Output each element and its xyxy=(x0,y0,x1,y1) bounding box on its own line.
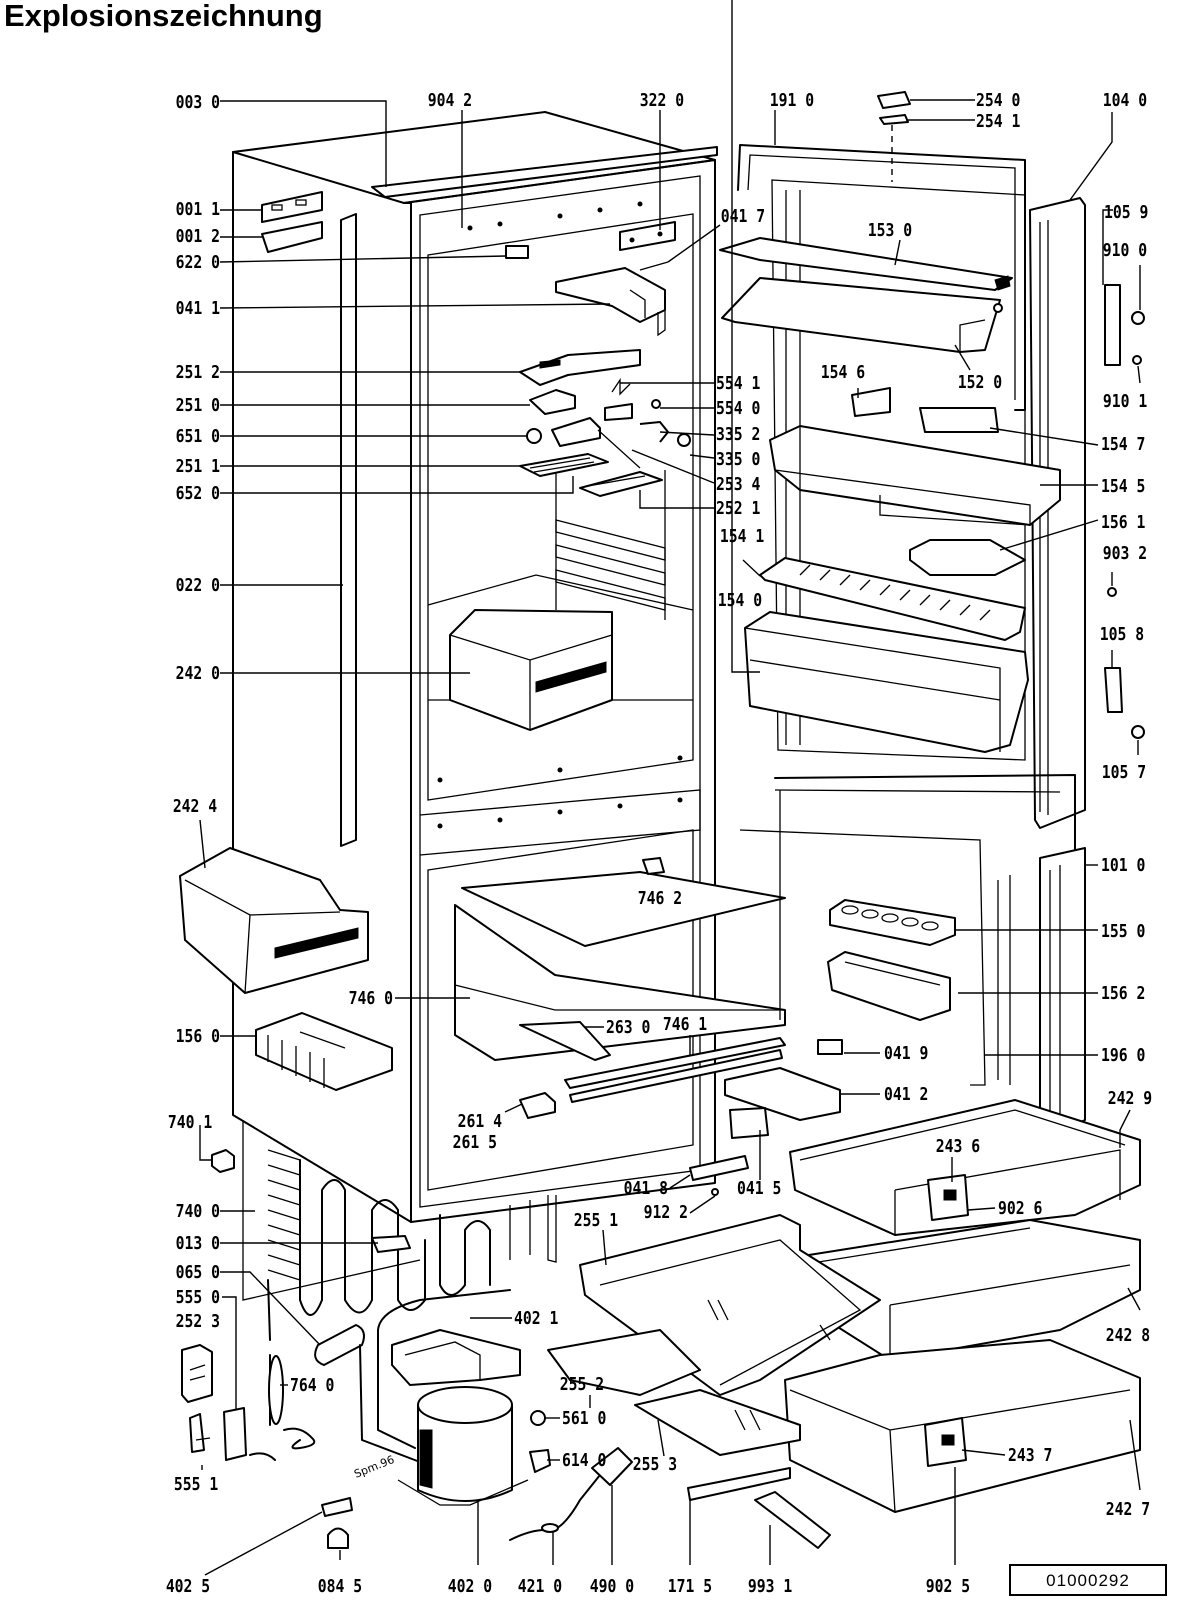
part-label: 001 2 xyxy=(176,226,220,247)
part-label: 622 0 xyxy=(176,252,220,273)
part-label: 242 9 xyxy=(1108,1088,1152,1109)
part-label: 041 7 xyxy=(721,206,765,227)
part-label: 013 0 xyxy=(176,1233,220,1254)
part-label: 764 0 xyxy=(290,1375,334,1396)
part-label: 154 5 xyxy=(1101,476,1145,497)
part-label: 555 0 xyxy=(176,1287,220,1308)
part-label: 001 1 xyxy=(176,199,220,220)
part-label: 153 0 xyxy=(868,220,912,241)
part-label: 254 0 xyxy=(976,90,1020,111)
part-label: 084 5 xyxy=(318,1576,362,1597)
part-label: 065 0 xyxy=(176,1262,220,1283)
part-label: 104 0 xyxy=(1103,90,1147,111)
part-label: 156 0 xyxy=(176,1026,220,1047)
part-label: 651 0 xyxy=(176,426,220,447)
part-label: 155 0 xyxy=(1101,921,1145,942)
part-label: 910 0 xyxy=(1103,240,1147,261)
part-label: 402 5 xyxy=(166,1576,210,1597)
part-label: 912 2 xyxy=(644,1202,688,1223)
part-label: 154 1 xyxy=(720,526,764,547)
part-label: 243 6 xyxy=(936,1136,980,1157)
part-label: 561 0 xyxy=(562,1408,606,1429)
part-label: 154 6 xyxy=(821,362,865,383)
part-label: 263 0 xyxy=(606,1017,650,1038)
part-label: 255 1 xyxy=(574,1210,618,1231)
document-code: 01000292 xyxy=(1046,1571,1130,1590)
lower-door xyxy=(689,774,1086,1196)
part-label: 902 6 xyxy=(998,1198,1042,1219)
part-label: 335 0 xyxy=(716,449,760,470)
part-label: 251 1 xyxy=(176,456,220,477)
drawing-note: Spm.96 xyxy=(352,1453,396,1481)
part-label: 152 0 xyxy=(958,372,1002,393)
part-label: 101 0 xyxy=(1101,855,1145,876)
part-label: 490 0 xyxy=(590,1576,634,1597)
part-label: 255 3 xyxy=(633,1454,677,1475)
part-label: 255 2 xyxy=(560,1374,604,1395)
part-label: 746 1 xyxy=(663,1014,707,1035)
part-label: 041 1 xyxy=(176,298,220,319)
part-label: 261 5 xyxy=(453,1132,497,1153)
freezer-parts xyxy=(179,847,411,1461)
part-label: 041 5 xyxy=(737,1178,781,1199)
part-label: 105 8 xyxy=(1100,624,1144,645)
part-label: 746 0 xyxy=(349,988,393,1009)
part-label: 191 0 xyxy=(770,90,814,111)
part-label: 402 1 xyxy=(514,1308,558,1329)
part-label: 154 0 xyxy=(718,590,762,611)
part-label: 402 0 xyxy=(448,1576,492,1597)
part-label: 421 0 xyxy=(518,1576,562,1597)
part-label: 105 7 xyxy=(1102,762,1146,783)
part-label: 003 0 xyxy=(176,92,220,113)
part-label: 554 0 xyxy=(716,398,760,419)
part-label: 252 1 xyxy=(716,498,760,519)
part-label: 746 2 xyxy=(638,888,682,909)
part-label: 105 9 xyxy=(1104,202,1148,223)
part-label: 156 2 xyxy=(1101,983,1145,1004)
part-label: 322 0 xyxy=(640,90,684,111)
document-code-box: 01000292 xyxy=(1009,1564,1167,1596)
part-label: 022 0 xyxy=(176,575,220,596)
crisper-drawers xyxy=(547,1099,1141,1549)
part-label: 242 7 xyxy=(1106,1499,1150,1520)
part-label: 242 0 xyxy=(176,663,220,684)
part-label: 156 1 xyxy=(1101,512,1145,533)
leader-lines xyxy=(199,0,1141,1576)
part-label: 335 2 xyxy=(716,424,760,445)
part-label: 041 9 xyxy=(884,1043,928,1064)
part-label: 652 0 xyxy=(176,483,220,504)
part-label: 740 0 xyxy=(176,1201,220,1222)
part-label: 041 8 xyxy=(624,1178,668,1199)
part-label: 253 4 xyxy=(716,474,760,495)
part-label: 171 5 xyxy=(668,1576,712,1597)
part-label: 252 3 xyxy=(176,1311,220,1332)
part-label: 154 7 xyxy=(1101,434,1145,455)
part-label: 910 1 xyxy=(1103,391,1147,412)
lower-compartment-parts xyxy=(454,857,786,1119)
part-label: 261 4 xyxy=(458,1111,502,1132)
part-label: 740 1 xyxy=(168,1112,212,1133)
part-label: 902 5 xyxy=(926,1576,970,1597)
part-label: 254 1 xyxy=(976,111,1020,132)
part-label: 251 2 xyxy=(176,362,220,383)
part-label: 243 7 xyxy=(1008,1445,1052,1466)
part-label: 903 2 xyxy=(1103,543,1147,564)
compressor-group xyxy=(321,1289,633,1549)
part-label: 614 0 xyxy=(562,1450,606,1471)
part-label: 555 1 xyxy=(174,1474,218,1495)
part-label: 251 0 xyxy=(176,395,220,416)
part-label: 993 1 xyxy=(748,1576,792,1597)
page-title: Explosionszeichnung xyxy=(4,0,323,33)
part-label: 242 4 xyxy=(173,796,217,817)
upper-door xyxy=(719,91,1145,829)
part-label: 242 8 xyxy=(1106,1325,1150,1346)
upper-interior-parts xyxy=(261,191,691,731)
part-label: 041 2 xyxy=(884,1084,928,1105)
part-label: 554 1 xyxy=(716,373,760,394)
part-label: 196 0 xyxy=(1101,1045,1145,1066)
part-labels: 003 0 904 2 322 0 191 0 254 0 254 1 104 … xyxy=(166,90,1152,1597)
part-label: 904 2 xyxy=(428,90,472,111)
